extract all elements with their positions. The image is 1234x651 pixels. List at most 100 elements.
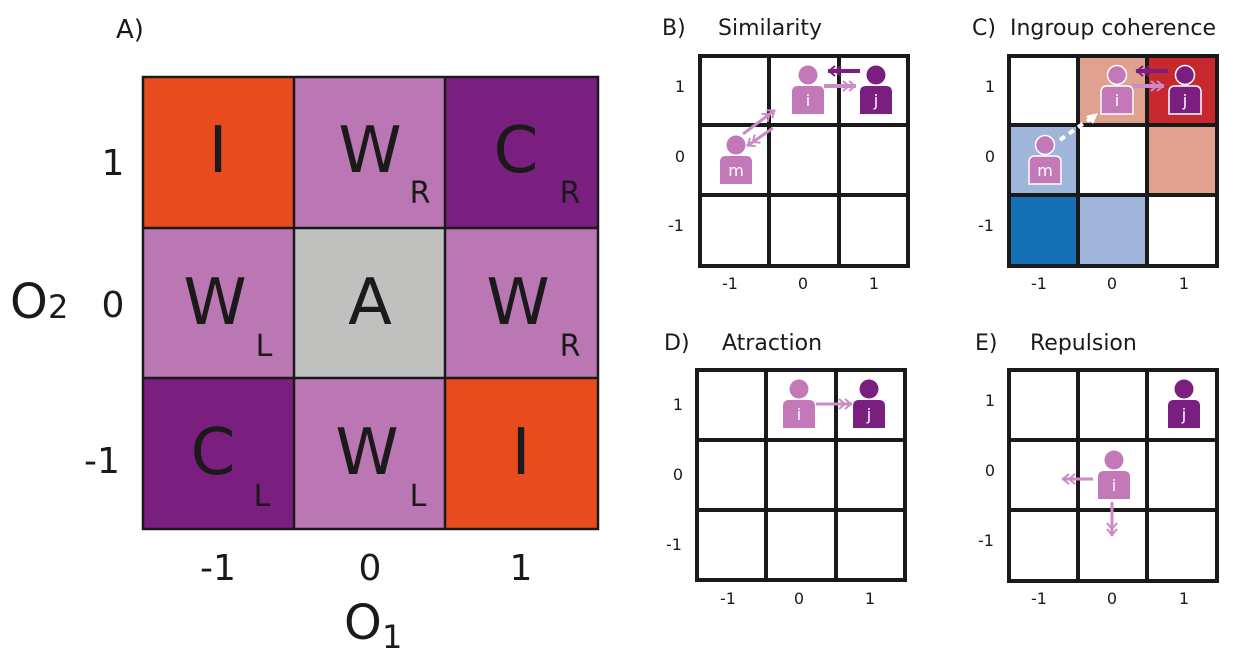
person-icon-head <box>1104 450 1124 470</box>
cell-r1-c0-main: W <box>183 266 246 340</box>
panel-c-person-j-letter: j <box>1182 91 1187 110</box>
cell-r1-c1-main: A <box>348 266 392 340</box>
person-icon-head <box>1174 64 1196 86</box>
cell-r0-c0-main: I <box>209 114 228 188</box>
person-icon-head <box>1034 134 1056 156</box>
person-icon-body <box>1098 471 1130 499</box>
cell-r1-c2-sub: R <box>560 329 581 364</box>
panel-d-xtick-1: 1 <box>865 589 875 608</box>
panel-e-xtick-0: 0 <box>1107 589 1117 608</box>
cell-r0-c0: I <box>143 77 294 228</box>
panel-b-person-i: i <box>792 65 824 114</box>
panel-d-ytick-neg1: -1 <box>666 535 682 554</box>
panel-b-person-m: m <box>720 135 752 184</box>
panel-d-xtick-neg1: -1 <box>720 589 736 608</box>
panel-b-xtick-1: 1 <box>869 274 879 293</box>
panel-d-person-i: i <box>783 379 815 428</box>
panel-b-ytick-0: 0 <box>675 147 685 166</box>
cell-r1-c1-bg <box>294 228 445 378</box>
cell-r0-c0-bg <box>143 77 294 228</box>
person-icon-head <box>1174 379 1194 399</box>
panel-d-xtick-0: 0 <box>794 589 804 608</box>
person-icon-body <box>720 156 752 184</box>
panel-c-cell-r0-c0 <box>1009 56 1078 125</box>
panel-d-label: D) <box>664 331 690 356</box>
panel-e-title: Repulsion <box>1030 331 1137 356</box>
person-icon-body <box>1168 85 1202 115</box>
panel-c: C) Ingroup coherence 1 0 -1 -1 0 1 <box>972 16 1219 293</box>
cell-r2-c1-main: W <box>335 416 398 490</box>
panel-b-person-j-letter: j <box>873 91 878 110</box>
cell-r2-c1-sub: L <box>410 479 427 514</box>
cell-r2-c0-main: C <box>191 416 236 490</box>
cell-r2-c2-main: I <box>512 416 531 490</box>
panel-b-arrow-m-to-i <box>742 108 776 136</box>
person-icon-body <box>853 400 885 428</box>
panel-c-cells <box>1009 56 1217 266</box>
panel-c-grid <box>1007 54 1219 268</box>
panel-a-xaxis-main: O <box>344 595 382 651</box>
panel-c-label: C) <box>972 16 996 41</box>
panel-b-xtick-0: 0 <box>798 274 808 293</box>
panel-c-cell-r1-c1 <box>1078 125 1147 195</box>
panel-a-xtick-0: 0 <box>359 548 382 589</box>
panel-c-xtick-0: 0 <box>1107 274 1117 293</box>
person-icon-head <box>798 65 818 85</box>
cell-r1-c0-bg <box>143 228 294 378</box>
panel-e-person-j-letter: j <box>1181 405 1186 424</box>
person-icon-body <box>783 400 815 428</box>
person-icon-body <box>1168 400 1200 428</box>
panel-c-dashed-link <box>1058 114 1096 142</box>
cell-r0-c2-main: C <box>494 114 539 188</box>
panel-e-xtick-neg1: -1 <box>1031 589 1047 608</box>
panel-c-ytick-1: 1 <box>985 77 995 96</box>
cell-r2-c1: W L <box>294 378 445 529</box>
cell-r2-c1-bg <box>294 378 445 529</box>
panel-c-cell-r2-c2 <box>1147 195 1217 266</box>
panel-a-xtick-neg1: -1 <box>200 548 236 589</box>
cell-r1-c1: A <box>294 228 445 378</box>
person-icon-head <box>789 379 809 399</box>
panel-d-ytick-0: 0 <box>673 465 683 484</box>
cell-r0-c1: W R <box>294 77 445 228</box>
panel-a-ytick-0: 0 <box>102 285 125 326</box>
cell-r1-c0-sub: L <box>256 329 273 364</box>
cell-r2-c0-bg <box>143 378 294 529</box>
panel-b-label: B) <box>662 16 686 41</box>
panel-e-person-i: i <box>1098 450 1130 499</box>
panel-c-person-m: m <box>1028 134 1062 185</box>
panel-e-xtick-1: 1 <box>1179 589 1189 608</box>
panel-c-ytick-neg1: -1 <box>978 216 994 235</box>
person-icon-head <box>866 65 886 85</box>
panel-e: E) Repulsion 1 0 -1 -1 0 1 i j <box>975 331 1219 608</box>
panel-e-ytick-1: 1 <box>985 391 995 410</box>
person-icon-body <box>1028 155 1062 185</box>
panel-d-person-i-letter: i <box>797 405 801 424</box>
panel-b-title: Similarity <box>718 16 822 41</box>
person-icon-body <box>792 86 824 114</box>
panel-c-title: Ingroup coherence <box>1010 16 1216 41</box>
panel-a: A) I W R C R W L A <box>10 15 600 651</box>
panel-e-person-j: j <box>1168 379 1200 428</box>
panel-c-person-i-letter: i <box>1115 91 1119 110</box>
panel-b-person-m-letter: m <box>728 161 744 180</box>
panel-d-ytick-1: 1 <box>673 395 683 414</box>
panel-d-title: Atraction <box>722 331 822 356</box>
panel-a-ytick-1: 1 <box>102 143 125 184</box>
panel-c-person-i: i <box>1100 64 1134 115</box>
cell-r2-c2: I <box>445 378 598 529</box>
cell-r2-c2-bg <box>445 378 598 529</box>
panel-b-person-i-letter: i <box>806 91 810 110</box>
cell-r1-c2: W R <box>445 228 598 378</box>
panel-c-cell-r2-c1 <box>1078 195 1147 266</box>
panel-e-ytick-0: 0 <box>985 461 995 480</box>
panel-a-yaxis-main: O <box>10 274 48 330</box>
person-icon-body <box>860 86 892 114</box>
panel-b-xtick-neg1: -1 <box>722 274 738 293</box>
cell-r1-c2-main: W <box>486 266 549 340</box>
cell-r0-c1-bg <box>294 77 445 228</box>
cell-r0-c1-main: W <box>338 114 401 188</box>
panel-d: D) Atraction 1 0 -1 -1 0 1 i j <box>664 331 907 608</box>
panel-c-xtick-neg1: -1 <box>1031 274 1047 293</box>
